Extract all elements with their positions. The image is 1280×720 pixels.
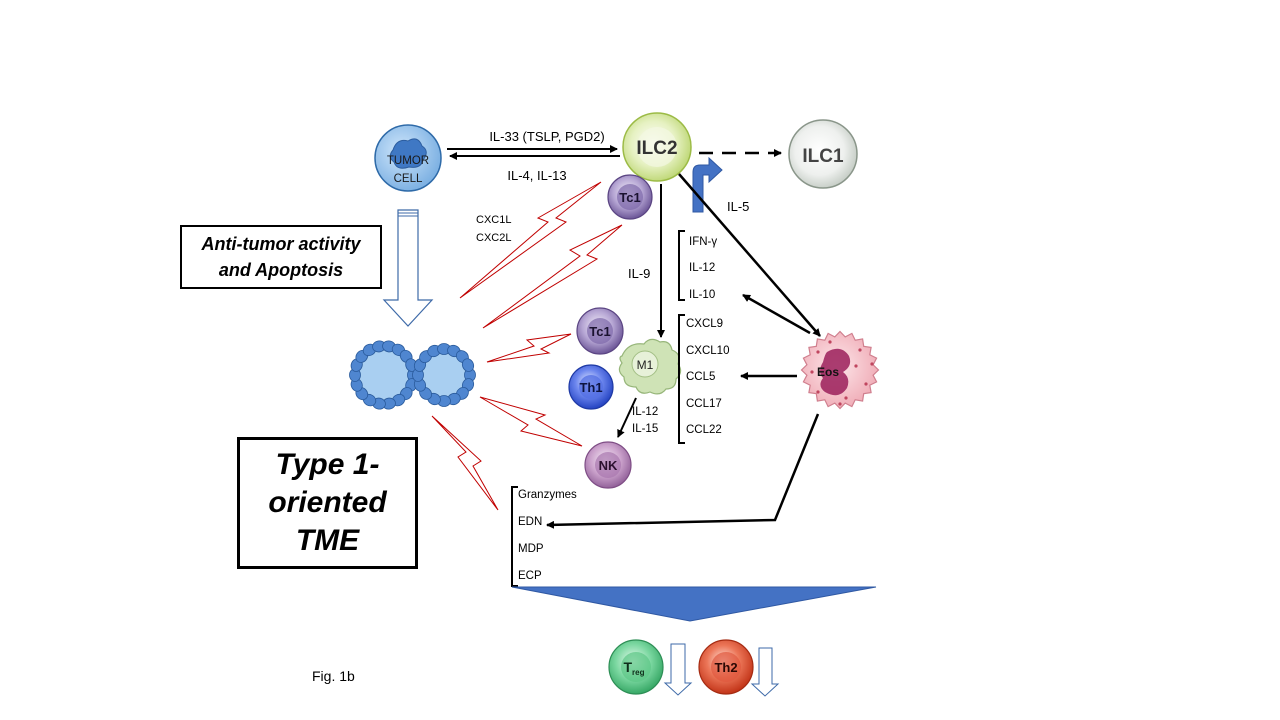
type1-line3: TME [295,524,360,557]
blue-funnel-arrow [511,586,877,622]
cytokine-item: IL-12 [689,262,715,274]
label-cxc2l: CXC2L [476,232,511,244]
eosinophil-cell: Eos [800,330,880,410]
eos-label: Eos [817,365,839,379]
tumor-cell: TUMOR CELL [374,124,442,192]
label-il33: IL-33 (TSLP, PGD2) [489,129,604,144]
nk-cell: NK [584,441,632,489]
antitumor-line2: and Apoptosis [218,260,344,280]
th2-down-arrow [750,647,780,697]
treg-label: T [623,659,632,675]
label-il9: IL-9 [628,266,650,281]
eos-granule [870,362,874,366]
tc1-cell-mid: Tc1 [576,307,624,355]
bracket-chemokines [678,314,685,444]
apoptotic-tumor-cells [349,340,476,410]
tumor-label-line1: TUMOR [387,155,429,167]
lightning-bolt-5 [431,415,499,511]
lightning-bolt-2 [482,224,623,329]
label-cxc1l: CXC1L [476,214,511,226]
treg-subscript: reg [632,668,645,677]
th1-cell: Th1 [568,364,614,410]
granule-list: Granzymes EDN MDP ECP [518,489,577,582]
type1-line2: oriented [268,486,387,519]
m1-label: M1 [637,358,654,372]
granule-item: MDP [518,543,544,555]
type1-tme-box: Type 1- oriented TME [237,437,418,569]
tumor-label-line2: CELL [394,173,423,185]
tc1-top-label: Tc1 [619,190,640,205]
eos-granule [864,382,868,386]
antitumor-down-arrow [382,209,434,327]
th2-label: Th2 [714,660,737,675]
arrow-m1-to-nk [617,397,637,438]
eos-granule [828,340,832,344]
lightning-bolt-1 [459,181,602,299]
label-il5: IL-5 [727,199,749,214]
chemokine-item: CCL22 [686,424,722,436]
chemokine-item: CCL5 [686,371,715,383]
ilc2-label: ILC2 [636,138,677,159]
eos-granule [810,370,814,374]
ilc1-label: ILC1 [802,146,844,167]
treg-down-arrow [663,643,693,696]
granule-item: Granzymes [518,489,577,501]
granule-item: ECP [518,570,542,582]
lightning-bolt-3 [486,333,572,363]
label-il12-nk: IL-12 [632,406,658,418]
lightning-bolts [431,181,623,511]
cytokine-item: IFN-γ [689,236,717,248]
m1-macrophage: M1 [618,338,682,395]
lightning-bolt-4 [479,396,583,447]
treg-cell: Treg [608,639,664,695]
bracket-granules [511,486,518,587]
cytokine-list: IFN-γ IL-12 IL-10 [689,236,717,301]
ilc1-cell: ILC1 [788,119,858,189]
eos-granule [838,402,842,406]
antitumor-line1: Anti-tumor activity [201,234,361,254]
granule-item: EDN [518,516,542,528]
figure-label: Fig. 1b [312,668,355,684]
type1-line1: Type 1- [275,448,380,481]
eos-granule [854,364,858,368]
cytokine-item: IL-10 [689,289,715,301]
label-il15-nk: IL-15 [632,423,658,435]
apoptotic-bleb [461,358,475,372]
label-il4-il13: IL-4, IL-13 [507,168,566,183]
arrow-eos-to-edn [546,413,820,529]
chemokine-item: CXCL9 [686,318,723,330]
eos-granule [816,350,820,354]
blue-bent-arrow-icon [692,156,723,213]
svg-text:Treg: Treg [623,659,644,677]
ilc2-cell: ILC2 [622,112,692,182]
eos-granule [844,396,848,400]
bracket-cytokines [678,230,685,301]
arrow-il5 [678,173,821,337]
eos-granule [858,348,862,352]
chemokine-item: CCL17 [686,398,722,410]
chemokine-list: CXCL9 CXCL10 CCL5 CCL17 CCL22 [686,318,729,436]
nk-label: NK [599,458,618,473]
tc1-cell-top: Tc1 [607,174,653,220]
tc1-mid-label: Tc1 [589,324,610,339]
chemokine-item: CXCL10 [686,345,729,357]
eos-granule [816,390,820,394]
arrow-eos-to-il10 [742,293,811,335]
th1-label: Th1 [579,380,602,395]
th2-cell: Th2 [698,639,754,695]
antitumor-activity-box: Anti-tumor activity and Apoptosis [180,225,382,289]
